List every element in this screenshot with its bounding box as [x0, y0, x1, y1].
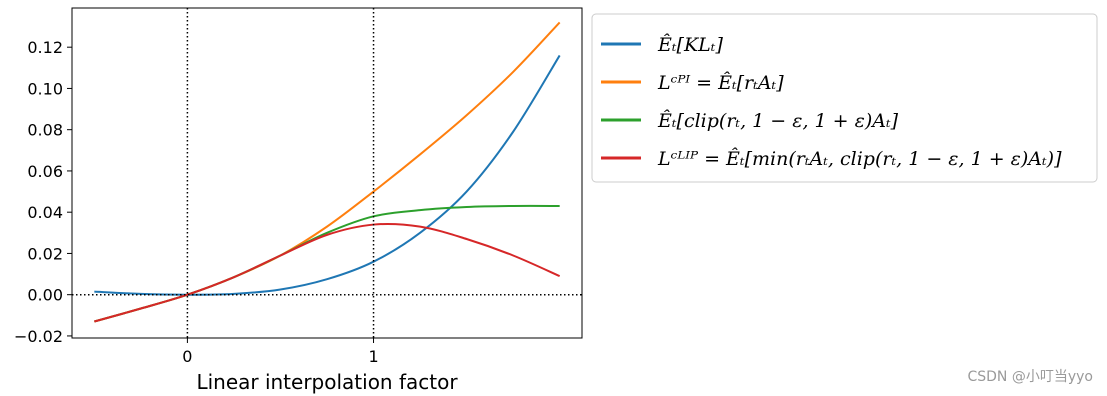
y-tick-label: 0.04 — [27, 203, 63, 222]
watermark: CSDN @小叮当yyo — [967, 369, 1093, 385]
y-tick-label: 0.10 — [27, 79, 63, 98]
x-tick-label: 1 — [368, 347, 378, 366]
y-tick-label: 0.00 — [27, 286, 63, 305]
legend-label-1: Lᶜᴾᴵ = Êₜ[rₜAₜ] — [657, 71, 784, 94]
y-tick-label: 0.02 — [27, 244, 63, 263]
plot-frame — [71, 7, 583, 339]
legend-label-2: Êₜ[clip(rₜ, 1 − ε, 1 + ε)Aₜ] — [657, 109, 899, 132]
y-tick-label: 0.08 — [27, 121, 63, 140]
x-axis-label: Linear interpolation factor — [196, 370, 458, 394]
y-tick-label: −0.02 — [14, 327, 63, 346]
legend-box — [591, 13, 1098, 183]
series-line-1 — [94, 21, 561, 323]
legend-label-0: Êₜ[KLₜ] — [657, 33, 723, 56]
x-tick-label: 0 — [182, 347, 192, 366]
y-axis: −0.02 0.00 0.02 0.04 0.06 0.08 0.10 0.12 — [14, 38, 72, 346]
y-tick-label: 0.12 — [27, 38, 63, 57]
series-line-2 — [94, 204, 560, 323]
plot-lines — [94, 21, 561, 323]
y-tick-label: 0.06 — [27, 162, 63, 181]
series-line-3 — [94, 222, 561, 323]
legend-label-3: Lᶜᴸᴵᴾ = Êₜ[min(rₜAₜ, clip(rₜ, 1 − ε, 1 +… — [657, 147, 1062, 170]
reference-lines — [72, 8, 582, 338]
legend: Êₜ[KLₜ] Lᶜᴾᴵ = Êₜ[rₜAₜ] Êₜ[clip(rₜ, 1 − ε,… — [591, 13, 1098, 183]
series-line-0 — [94, 54, 561, 296]
